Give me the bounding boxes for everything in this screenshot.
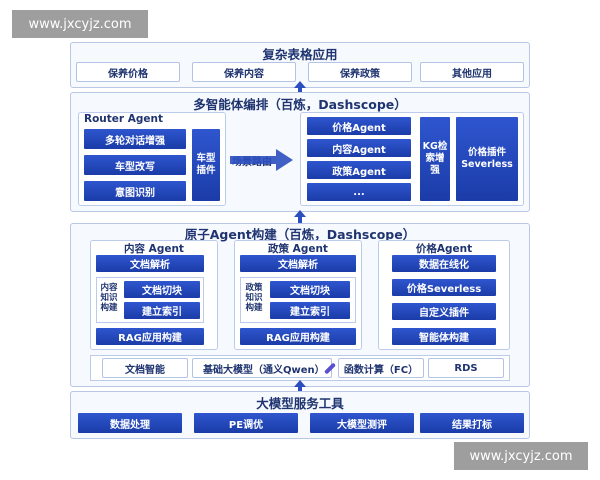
foundation-base-model-qwen[interactable]: 基础大模型（通义Qwen） xyxy=(192,358,336,378)
content-knowledge-label: 内容知识构建 xyxy=(100,283,118,313)
tools-layer-title: 大模型服务工具 xyxy=(256,396,344,411)
app-item-maintenance-policy[interactable]: 保养政策 xyxy=(308,62,412,82)
agent-price[interactable]: 价格Agent xyxy=(307,117,411,135)
router-item-intent[interactable]: 意图识别 xyxy=(84,181,186,201)
price-plugin-serverless-button[interactable]: 价格插件Severless xyxy=(456,117,518,201)
price-agent-title: 价格Agent xyxy=(415,243,473,255)
app-item-maintenance-content[interactable]: 保养内容 xyxy=(192,62,296,82)
router-item-multiturn[interactable]: 多轮对话增强 xyxy=(84,129,186,149)
content-build-index[interactable]: 建立索引 xyxy=(124,302,200,319)
policy-rag-build[interactable]: RAG应用构建 xyxy=(240,328,356,345)
tool-result-tagging[interactable]: 结果打标 xyxy=(420,413,524,433)
policy-build-index[interactable]: 建立索引 xyxy=(270,302,350,319)
content-doc-parse[interactable]: 文档解析 xyxy=(96,255,204,272)
foundation-rds[interactable]: RDS xyxy=(428,358,504,378)
content-agent-title: 内容 Agent xyxy=(124,243,184,255)
atomic-layer-title: 原子Agent构建（百炼，Dashscope） xyxy=(184,227,416,242)
orchestration-layer-title: 多智能体编排（百炼，Dashscope） xyxy=(193,97,407,112)
tool-data-processing[interactable]: 数据处理 xyxy=(78,413,182,433)
watermark-bottom: www.jxcyjz.com xyxy=(454,442,588,470)
policy-doc-parse[interactable]: 文档解析 xyxy=(240,255,356,272)
app-item-other-apps[interactable]: 其他应用 xyxy=(420,62,524,82)
policy-agent-title: 政策 Agent xyxy=(268,243,328,255)
up-arrow-icon xyxy=(294,210,306,217)
agent-more[interactable]: ... xyxy=(307,183,411,201)
tool-model-evaluation[interactable]: 大模型测评 xyxy=(310,413,414,433)
policy-doc-chunk[interactable]: 文档切块 xyxy=(270,281,350,298)
agent-policy[interactable]: 政策Agent xyxy=(307,161,411,179)
arrow-stem-3 xyxy=(298,385,302,391)
foundation-function-compute[interactable]: 函数计算（FC） xyxy=(338,358,424,378)
price-agent-build[interactable]: 智能体构建 xyxy=(392,328,496,345)
agent-content[interactable]: 内容Agent xyxy=(307,139,411,157)
watermark-top: www.jxcyjz.com xyxy=(12,10,148,38)
router-item-model-rewrite[interactable]: 车型改写 xyxy=(84,155,186,175)
up-arrow-icon xyxy=(294,81,306,88)
foundation-doc-intelligence[interactable]: 文档智能 xyxy=(102,358,188,378)
tool-pe-tuning[interactable]: PE调优 xyxy=(194,413,298,433)
up-arrow-icon xyxy=(294,380,306,387)
right-arrow-icon xyxy=(230,149,293,171)
app-item-maintenance-price[interactable]: 保养价格 xyxy=(76,62,180,82)
content-rag-build[interactable]: RAG应用构建 xyxy=(96,328,204,345)
content-doc-chunk[interactable]: 文档切块 xyxy=(124,281,200,298)
price-data-online[interactable]: 数据在线化 xyxy=(392,255,496,272)
price-serverless[interactable]: 价格Severless xyxy=(392,279,496,296)
application-layer-title: 复杂表格应用 xyxy=(262,47,338,62)
price-custom-plugin[interactable]: 自定义插件 xyxy=(392,303,496,320)
policy-knowledge-label: 政策知识构建 xyxy=(245,283,263,313)
router-agent-title: Router Agent xyxy=(84,113,164,125)
arrow-stem-1 xyxy=(298,86,302,92)
foundation-base-model-label: 基础大模型（通义Qwen） xyxy=(203,364,325,376)
kg-retrieval-button[interactable]: KG检索增强 xyxy=(420,117,450,201)
arrow-stem-2 xyxy=(298,215,302,223)
model-plugin-button[interactable]: 车型插件 xyxy=(192,129,220,201)
